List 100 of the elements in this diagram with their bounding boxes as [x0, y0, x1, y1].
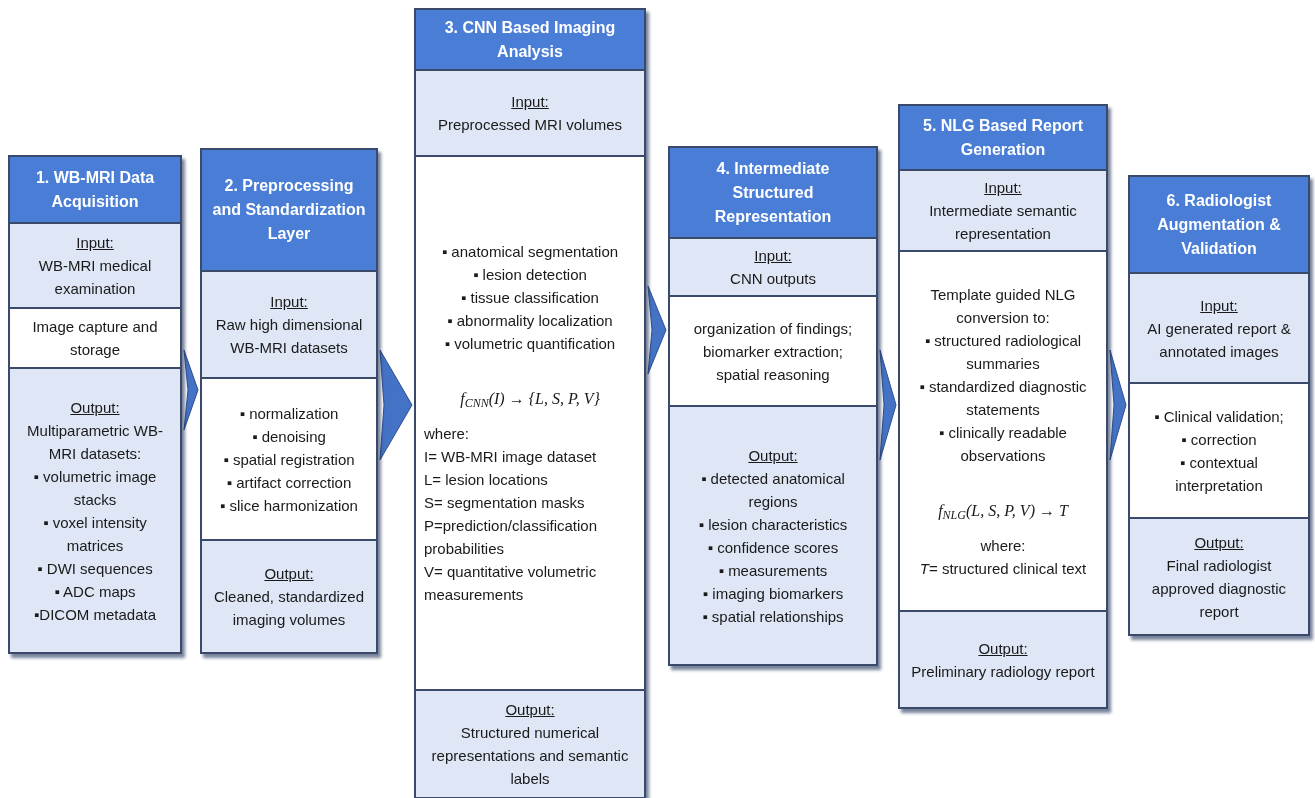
stage-column	[1128, 175, 1310, 636]
formula: f$_{CNN}$(I) → {L, S, P, V}	[459, 389, 601, 410]
section-text: ▪ normalization	[238, 403, 340, 424]
section-text: ▪ ADC maps	[53, 581, 137, 602]
io-section	[10, 367, 180, 652]
section-text: ▪ denoising	[251, 426, 327, 447]
section-text: Template guided NLG conversion to:	[929, 284, 1077, 328]
section-text: Image capture and storage	[31, 317, 159, 360]
section-text: biomarker extraction;	[701, 341, 845, 362]
section-text: ▪ structured radiological summaries	[923, 330, 1083, 374]
section-text: ▪ DWI sequences	[36, 558, 154, 579]
io-section	[202, 539, 376, 652]
section-text: Structured numerical representations and semantic labels	[430, 723, 630, 789]
chevron-arrow	[379, 349, 413, 461]
section-text: where:	[979, 535, 1027, 556]
stage-heading: 4. Intermediate Structured Representation	[670, 148, 876, 237]
section-text: AI generated report & annotated images	[1146, 318, 1292, 362]
io-section	[900, 169, 1106, 250]
io-section	[670, 405, 876, 664]
chevron-arrow	[647, 285, 667, 375]
section-label: Output:	[263, 564, 315, 584]
section-text: ▪ Clinical validation;	[1153, 406, 1285, 427]
section-text: WB-MRI medical examination	[37, 256, 153, 299]
section-text: Final radiologist approved diagnostic report	[1150, 555, 1288, 622]
section-text: L= lesion locations	[424, 470, 549, 490]
section-text: ▪ artifact correction	[225, 472, 353, 493]
process-section	[10, 307, 180, 367]
formula: f$_{NLG}$(L, S, P, V) → T	[937, 500, 1070, 522]
process-section	[1130, 382, 1308, 517]
section-text: organization of findings;	[692, 318, 854, 339]
section-text: ▪ confidence scores	[706, 537, 840, 558]
section-text: ▪ tissue classification	[460, 288, 600, 308]
section-text: ▪ lesion characteristics	[697, 514, 849, 535]
stage-heading: 3. CNN Based Imaging Analysis	[416, 10, 644, 69]
process-section	[202, 377, 376, 539]
section-label: Input:	[1199, 295, 1239, 316]
section-text: ▪ volumetric image stacks	[32, 466, 158, 510]
section-text: ▪ voxel intensity matrices	[42, 512, 148, 556]
section-text: Cleaned, standardized imaging volumes	[212, 587, 366, 630]
section-text: ▪ contextual interpretation	[1174, 452, 1264, 496]
section-text: ▪ correction	[1180, 429, 1258, 450]
section-label: Output:	[1193, 532, 1245, 553]
section-text: Preliminary radiology report	[910, 661, 1096, 682]
process-section	[900, 250, 1106, 610]
section-label: Input:	[983, 178, 1023, 198]
section-label: Output:	[504, 700, 556, 720]
section-text: ▪ abnormality localization	[446, 311, 614, 331]
section-text: Preprocessed MRI volumes	[436, 115, 624, 135]
io-section	[416, 69, 644, 155]
section-text: Intermediate semantic representation	[928, 201, 1078, 244]
stage-column	[898, 104, 1108, 709]
stage-heading: 5. NLG Based Report Generation	[900, 106, 1106, 169]
section-label: Output:	[747, 445, 799, 466]
stage-column	[8, 155, 182, 654]
section-text: P=prediction/classification probabilities	[424, 516, 598, 559]
stage-column	[668, 146, 878, 666]
section-text: where:	[424, 424, 471, 444]
section-text: ▪ standardized diagnostic statements	[918, 376, 1088, 420]
section-label: Input:	[75, 233, 115, 253]
stage-column	[200, 148, 378, 654]
section-text: V= quantitative volumetric measurements	[424, 562, 598, 605]
chevron-arrow	[183, 349, 199, 431]
io-section	[202, 270, 376, 377]
chevron-arrow	[1109, 349, 1127, 461]
section-label: Output:	[69, 397, 121, 418]
chevron-arrow	[879, 349, 897, 461]
stage-heading: 2. Preprocessing and Standardization Layer	[202, 150, 376, 270]
section-text: ▪ slice harmonization	[219, 495, 359, 516]
section-text: T= structured clinical text	[918, 558, 1088, 579]
io-section	[416, 689, 644, 797]
section-text: ▪ spatial registration	[222, 449, 356, 470]
section-text: S= segmentation masks	[424, 493, 586, 513]
section-text: ▪ measurements	[717, 560, 829, 581]
section-label: Input:	[269, 292, 309, 312]
stage-column	[414, 8, 646, 798]
section-text: ▪ clinically readable observations	[938, 422, 1068, 466]
section-text: spatial reasoning	[715, 364, 831, 385]
section-label: Input:	[753, 246, 793, 266]
section-text: ▪ lesion detection	[472, 265, 588, 285]
stage-heading: 1. WB-MRI Data Acquisition	[10, 157, 180, 222]
section-text: I= WB-MRI image dataset	[424, 447, 598, 467]
process-section	[670, 295, 876, 405]
section-text: Multiparametric WB-MRI datasets:	[26, 420, 164, 464]
stage-heading: 6. Radiologist Augmentation & Validation	[1130, 177, 1308, 272]
section-text: ▪DICOM metadata	[33, 604, 157, 625]
section-text: ▪ spatial relationships	[701, 606, 845, 627]
io-section	[10, 222, 180, 307]
section-text: CNN outputs	[729, 269, 817, 289]
section-label: Output:	[977, 638, 1029, 659]
section-text: ▪ imaging biomarkers	[701, 583, 845, 604]
io-section	[1130, 517, 1308, 634]
section-label: Input:	[510, 92, 550, 112]
section-text: ▪ volumetric quantification	[443, 334, 617, 354]
process-section	[416, 155, 644, 689]
io-section	[900, 610, 1106, 707]
section-text: Raw high dimensional WB-MRI datasets	[214, 315, 364, 358]
section-text: ▪ anatomical segmentation	[440, 242, 620, 262]
io-section	[1130, 272, 1308, 382]
io-section	[670, 237, 876, 295]
section-text: ▪ detected anatomical regions	[700, 468, 846, 512]
